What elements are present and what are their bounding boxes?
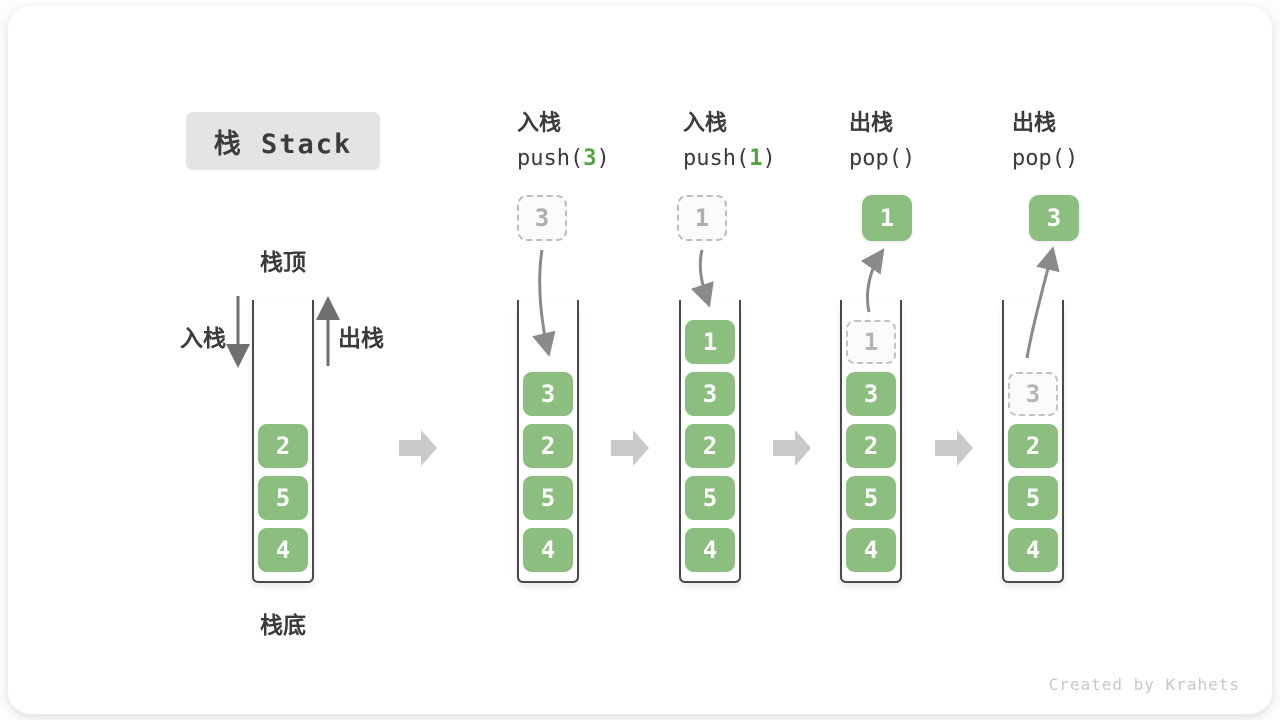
code-post: ) <box>762 146 776 171</box>
stack-cell: 3 <box>523 372 573 416</box>
action-label: 出栈 <box>1012 111 1057 136</box>
code-label: push(1) <box>683 146 843 171</box>
stack-cell: 4 <box>846 528 896 572</box>
code-post: ) <box>596 146 610 171</box>
code-pre: pop() <box>1012 146 1079 171</box>
col-header-pop1: 出栈 pop() <box>849 105 1009 171</box>
diagram-title: 栈 Stack <box>186 112 380 170</box>
code-num: 1 <box>749 146 763 171</box>
stack-cell-ghost: 1 <box>846 320 896 364</box>
stack-cell: 5 <box>1008 476 1058 520</box>
stack-cell: 3 <box>685 372 735 416</box>
stack-bottom-label: 栈底 <box>260 613 306 639</box>
stack-cell: 4 <box>1008 528 1058 572</box>
popped-element-3: 3 <box>1029 195 1079 241</box>
col-header-pop3: 出栈 pop() <box>1012 105 1172 171</box>
stack-cell: 1 <box>685 320 735 364</box>
stack-cell: 2 <box>258 424 308 468</box>
stack-cell: 2 <box>1008 424 1058 468</box>
stack-state-after-push1: 1 3 2 5 4 <box>679 300 741 583</box>
code-label: pop() <box>849 146 1009 171</box>
push-side-label: 入栈 <box>180 326 226 352</box>
action-label: 出栈 <box>849 111 894 136</box>
stack-cell: 4 <box>685 528 735 572</box>
stack-top-label: 栈顶 <box>260 250 306 276</box>
watermark: Created by Krahets <box>1048 675 1240 694</box>
code-label: pop() <box>1012 146 1172 171</box>
stack-cell: 2 <box>685 424 735 468</box>
action-label: 入栈 <box>683 111 728 136</box>
code-label: push(3) <box>517 146 677 171</box>
code-pre: pop() <box>849 146 916 171</box>
stack-cell: 2 <box>523 424 573 468</box>
stack-cell: 4 <box>258 528 308 572</box>
code-num: 3 <box>583 146 597 171</box>
action-label: 入栈 <box>517 111 562 136</box>
col-header-push1: 入栈 push(1) <box>683 105 843 171</box>
popped-element-1: 1 <box>862 195 912 241</box>
pop-side-label: 出栈 <box>338 326 384 352</box>
code-pre: push( <box>517 146 584 171</box>
stack-state-initial: 2 5 4 <box>252 300 314 583</box>
col-header-push3: 入栈 push(3) <box>517 105 677 171</box>
stack-cell: 5 <box>258 476 308 520</box>
stack-cell: 3 <box>846 372 896 416</box>
stack-state-after-pop1: 1 3 2 5 4 <box>840 300 902 583</box>
stack-cell-ghost: 3 <box>1008 372 1058 416</box>
stack-cell: 5 <box>846 476 896 520</box>
stack-state-after-push3: 3 2 5 4 <box>517 300 579 583</box>
stack-cell: 2 <box>846 424 896 468</box>
incoming-element-3: 3 <box>517 195 567 241</box>
stack-state-after-pop3: 3 2 5 4 <box>1002 300 1064 583</box>
incoming-element-1: 1 <box>677 195 727 241</box>
stack-cell: 5 <box>685 476 735 520</box>
stack-cell: 4 <box>523 528 573 572</box>
code-pre: push( <box>683 146 750 171</box>
stack-cell: 5 <box>523 476 573 520</box>
